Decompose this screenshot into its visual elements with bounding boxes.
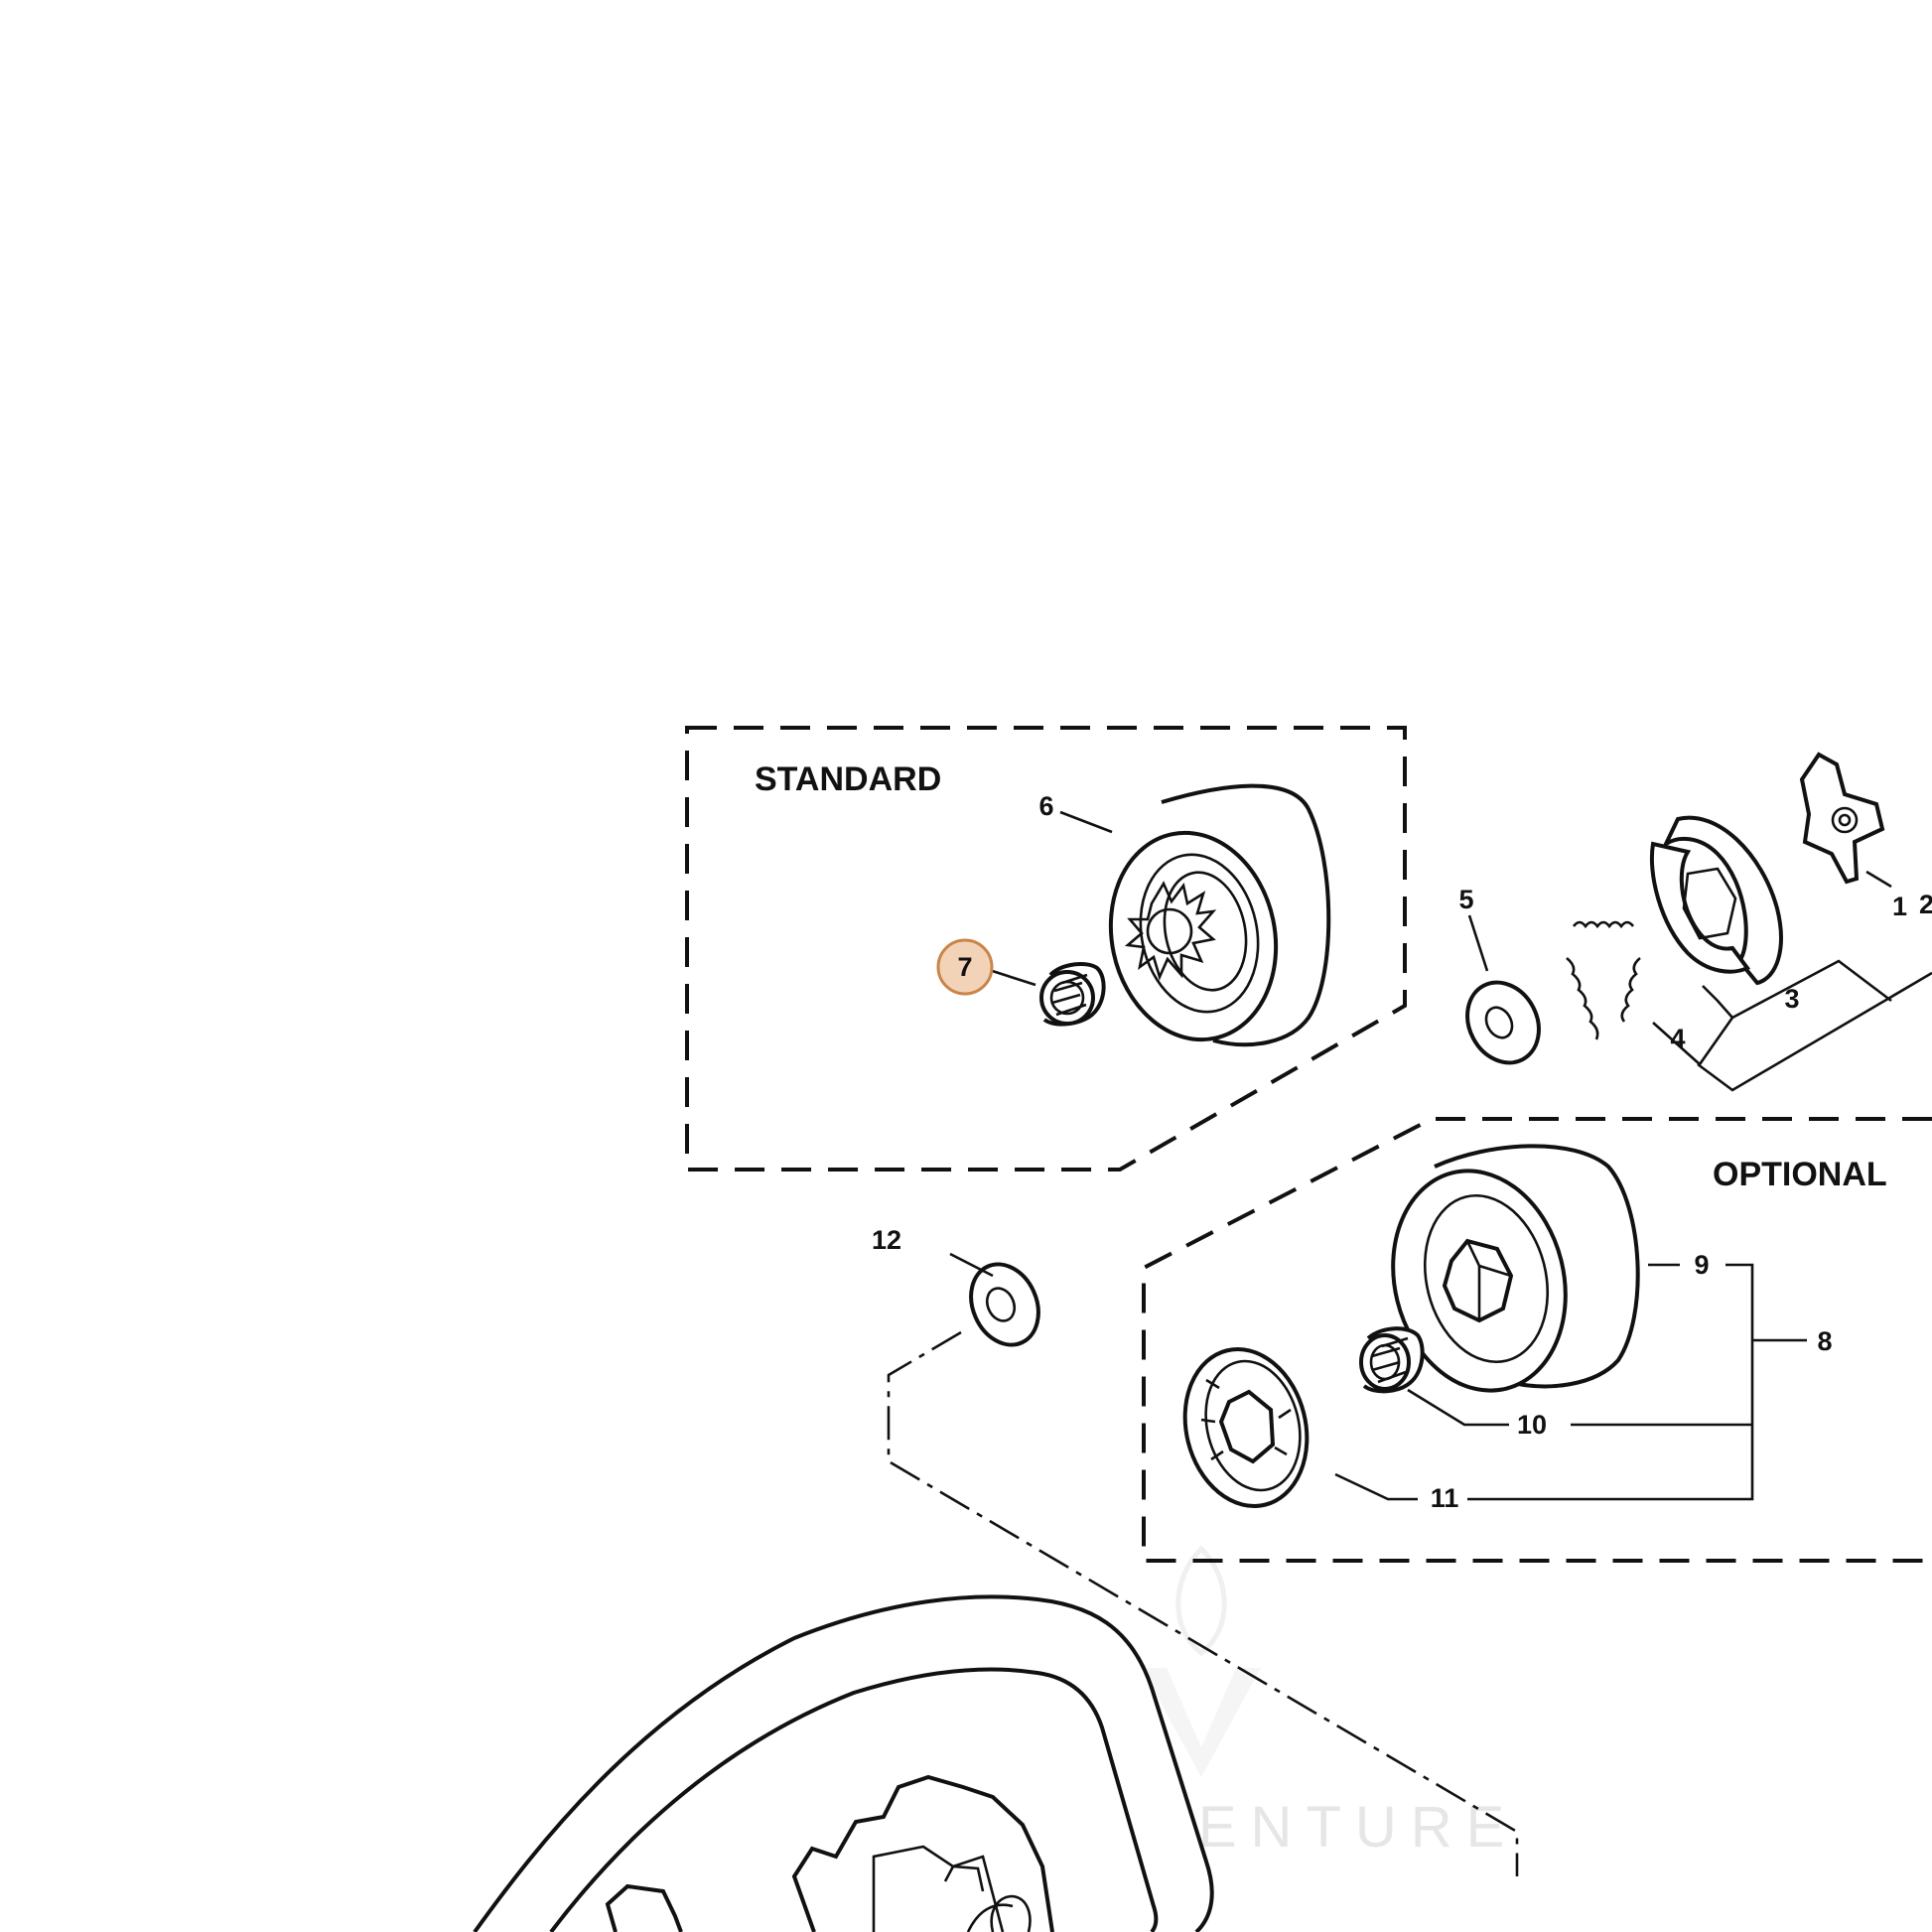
part-3-clutch-shoes[interactable] bbox=[1649, 815, 1783, 986]
leadventure-logo bbox=[1142, 1545, 1261, 1777]
callout-12[interactable]: 12 bbox=[872, 1225, 901, 1255]
callout-11[interactable]: 11 bbox=[1431, 1483, 1459, 1513]
part-6-clutch-drum[interactable] bbox=[1092, 783, 1331, 1055]
callout-9[interactable]: 9 bbox=[1694, 1250, 1709, 1280]
callout-5[interactable]: 5 bbox=[1458, 885, 1473, 914]
callout-10[interactable]: 10 bbox=[1517, 1410, 1547, 1440]
callout-6[interactable]: 6 bbox=[1038, 791, 1053, 821]
standard-group-border bbox=[685, 726, 1407, 1172]
callout-labels: 1 2 3 4 5 6 7 8 9 10 11 12 bbox=[872, 791, 1932, 1513]
callout-8[interactable]: 8 bbox=[1817, 1326, 1832, 1356]
optional-group-border bbox=[1142, 1117, 1932, 1563]
leader-lines bbox=[887, 810, 1932, 1876]
part-12-washer[interactable] bbox=[959, 1254, 1051, 1356]
callout-4[interactable]: 4 bbox=[1670, 1024, 1685, 1053]
part-11-rim-sprocket[interactable] bbox=[1169, 1336, 1322, 1519]
callout-3[interactable]: 3 bbox=[1784, 984, 1799, 1014]
callout-7[interactable]: 7 bbox=[957, 952, 972, 982]
standard-group-label: STANDARD bbox=[755, 760, 941, 798]
callout-7-highlight[interactable] bbox=[936, 938, 994, 996]
part-5-washer[interactable] bbox=[1453, 970, 1552, 1075]
part-9-clutch-drum[interactable] bbox=[1370, 1144, 1640, 1409]
part-10-needle-bearing[interactable] bbox=[1359, 1326, 1425, 1394]
callout-2[interactable]: 2 bbox=[1919, 890, 1932, 919]
chainsaw-housing bbox=[473, 1594, 1214, 1932]
callout-1[interactable]: 1 bbox=[1892, 892, 1907, 921]
part-2-clutch-hub[interactable] bbox=[1799, 752, 1885, 885]
part-4-springs[interactable] bbox=[1566, 920, 1641, 1040]
part-7-needle-bearing[interactable] bbox=[1039, 961, 1106, 1027]
optional-group-label: OPTIONAL bbox=[1713, 1156, 1887, 1193]
